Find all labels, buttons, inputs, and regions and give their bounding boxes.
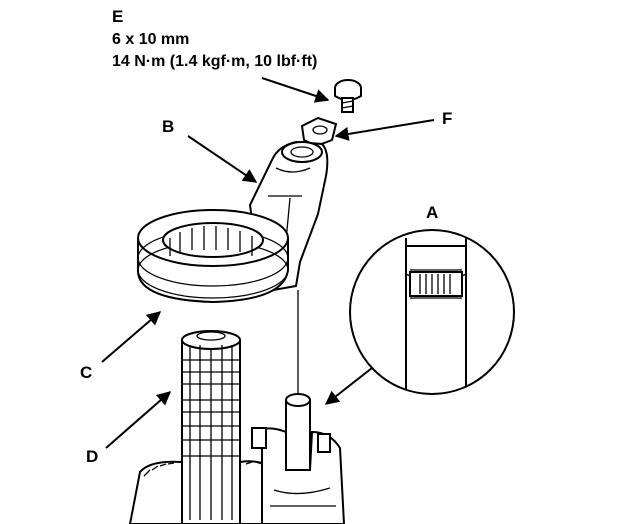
synchro-sleeve-c	[137, 209, 289, 304]
callout-d-label: D	[86, 447, 98, 466]
bolt-size-spec: 6 x 10 mm	[112, 31, 189, 48]
shaft-splines	[182, 345, 240, 520]
leader-arrow-c	[101, 311, 162, 363]
leader-arrow-d	[105, 391, 172, 449]
callout-f-label: F	[442, 109, 452, 128]
leader-arrow-a	[324, 367, 373, 405]
leader-arrow-b	[187, 135, 258, 183]
bolt-e	[334, 79, 362, 113]
leader-arrow-e	[261, 77, 330, 103]
callout-a-label: A	[426, 203, 438, 222]
callout-b-label: B	[162, 117, 174, 136]
callout-e-label: E	[112, 7, 123, 26]
shift-rod-post	[251, 393, 346, 524]
sleeve-splines	[169, 226, 253, 256]
leader-arrow-f	[334, 119, 435, 141]
detail-view-a	[349, 229, 515, 395]
bolt-torque-spec: 14 N·m (1.4 kgf·m, 10 lbf·ft)	[112, 53, 317, 70]
lock-plate-f	[300, 116, 338, 148]
callout-c-label: C	[80, 363, 92, 382]
